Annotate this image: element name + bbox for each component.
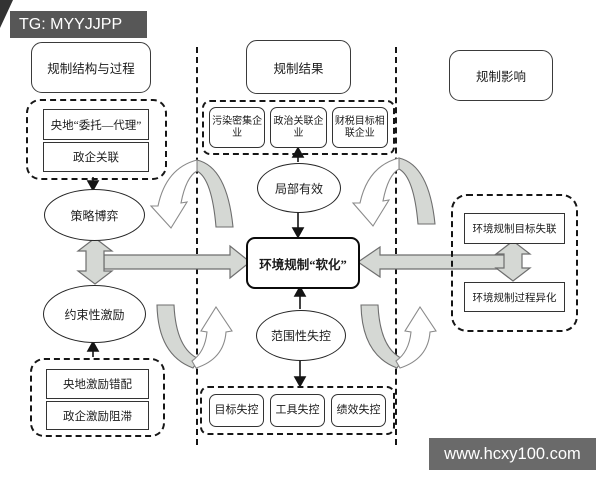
telegram-watermark: TG: MYYJJPP bbox=[10, 11, 147, 38]
ellipse-binding-incentive: 约束性激励 bbox=[43, 285, 146, 343]
u-right-white-arrow-icon bbox=[395, 305, 437, 369]
corner-mark bbox=[0, 0, 13, 28]
box-regulation-softening-core: 环境规制“软化” bbox=[246, 237, 360, 289]
u-left-white-arrow-icon bbox=[191, 305, 233, 369]
box-principal-agent: 央地“委托—代理” bbox=[43, 109, 149, 140]
header-regulation-impact: 规制影响 bbox=[449, 50, 553, 101]
box-performance-failure: 绩效失控 bbox=[331, 394, 386, 427]
group-incentive: 央地激励错配 政企激励阻滞 bbox=[30, 358, 165, 437]
header-regulation-structure: 规制结构与过程 bbox=[31, 42, 151, 93]
box-process-alienation: 环境规制过程异化 bbox=[464, 282, 565, 312]
box-goal-disconnection: 环境规制目标失联 bbox=[464, 213, 565, 244]
ellipse-scope-failure: 范围性失控 bbox=[256, 310, 346, 361]
section-divider-left bbox=[196, 47, 198, 445]
box-gov-firm-relation: 政企关联 bbox=[43, 142, 149, 172]
arch-left-gray-leg-icon bbox=[196, 159, 234, 228]
ellipse-strategic-game: 策略博弈 bbox=[44, 189, 145, 241]
box-pollution-intensive-firms: 污染密集企业 bbox=[209, 107, 266, 148]
ellipse-partially-effective: 局部有效 bbox=[257, 163, 341, 213]
group-enterprises: 污染密集企业 政治关联企业 财税目标相联企业 bbox=[202, 100, 395, 155]
box-tool-failure: 工具失控 bbox=[270, 394, 325, 427]
group-structure: 央地“委托—代理” 政企关联 bbox=[26, 99, 167, 180]
arrow-down-icon bbox=[293, 376, 307, 388]
arrow-up-icon bbox=[86, 340, 100, 352]
box-incentive-block: 政企激励阻滞 bbox=[46, 401, 149, 430]
header-regulation-result: 规制结果 bbox=[246, 40, 351, 94]
arrow-down-icon bbox=[291, 227, 305, 239]
box-goal-failure: 目标失控 bbox=[209, 394, 264, 427]
group-impact: 环境规制目标失联 环境规制过程异化 bbox=[451, 194, 578, 332]
u-left-gray-leg-icon bbox=[156, 304, 200, 369]
box-incentive-mismatch: 央地激励错配 bbox=[46, 369, 149, 399]
group-failures: 目标失控 工具失控 绩效失控 bbox=[200, 386, 395, 435]
section-divider-right bbox=[395, 47, 397, 445]
box-fiscal-linked-firms: 财税目标相联企业 bbox=[331, 107, 388, 148]
website-watermark: www.hcxy100.com bbox=[429, 438, 596, 470]
box-politically-connected-firms: 政治关联企业 bbox=[270, 107, 327, 148]
left-to-core-arrow-icon bbox=[103, 244, 251, 280]
left-double-arrow-icon bbox=[76, 237, 114, 285]
arch-right-gray-leg-icon bbox=[398, 157, 436, 225]
arch-right-white-arrow-icon bbox=[351, 157, 400, 227]
